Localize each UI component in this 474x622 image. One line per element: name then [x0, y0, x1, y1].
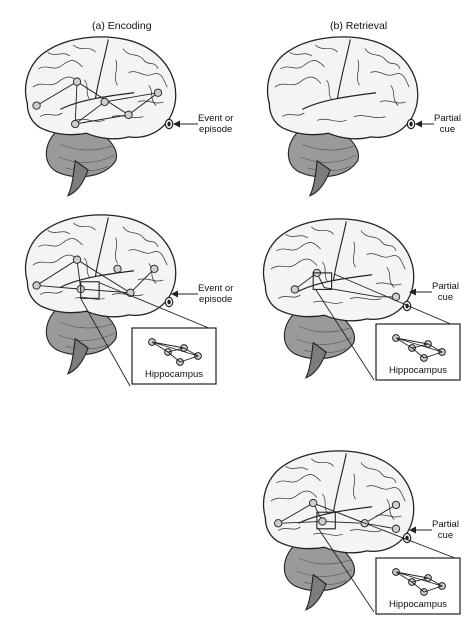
retrieval-brain-1 [266, 36, 419, 197]
cortical-network [32, 77, 163, 129]
hippocampus-label: Hippocampus [144, 369, 204, 380]
retrieval-column-title: (b) Retrieval [330, 20, 388, 32]
cortical-network [274, 498, 401, 533]
encoding-column-title: (a) Encoding [92, 20, 152, 32]
hippocampus-marker [316, 511, 336, 530]
hippocampus-marker [80, 281, 100, 299]
hippocampus-marker [312, 272, 333, 290]
encoding-brain-2 [24, 214, 177, 375]
hippocampus-label: Hippocampus [388, 599, 448, 610]
hippocampus-label: Hippocampus [388, 365, 448, 376]
retrieval-brain-3 [262, 450, 415, 611]
hippocampus-inset [131, 327, 217, 385]
hippocampus-inset [375, 557, 461, 615]
hippocampus-inset [375, 323, 461, 381]
retrieval-brain-2 [262, 218, 415, 379]
encoding-brain-1 [24, 36, 177, 197]
